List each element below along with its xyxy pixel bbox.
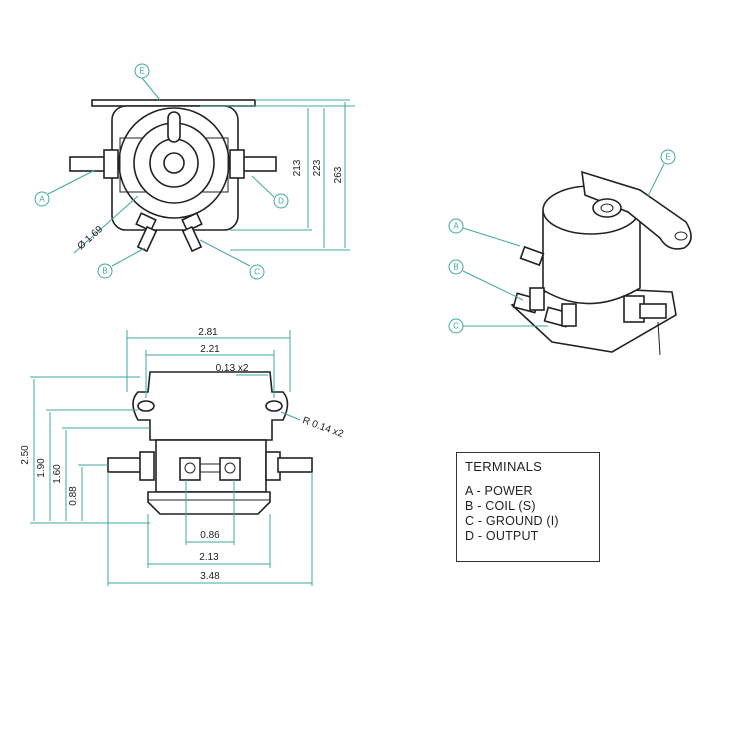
top-terminal-c [181, 212, 203, 253]
legend-item-output: D - OUTPUT [465, 529, 539, 543]
front-base [147, 491, 271, 515]
svg-text:E: E [139, 67, 144, 76]
top-terminal-b [135, 212, 158, 253]
top-nut-d [229, 149, 245, 179]
iso-terminal-d [639, 303, 667, 319]
dim-086-label: 0.86 [200, 530, 220, 541]
iso-terminal-a [519, 245, 545, 267]
front-body [155, 439, 267, 493]
callout-c-top [249, 264, 265, 280]
front-terminal-left [107, 457, 143, 473]
top-terminal-a [69, 156, 107, 172]
front-view: 2.81 2.21 0.13 x2 R 0.14 x2 2.50 1.90 1.… [20, 327, 345, 586]
top-nut-a [103, 149, 119, 179]
top-view: 213 223 263 Ø 1.69 E A D B C [34, 63, 355, 280]
svg-text:B: B [453, 263, 458, 272]
front-ear-hole-right [265, 400, 283, 412]
dim-223-label: 223 [312, 159, 323, 176]
iso-can-body [542, 209, 641, 305]
dim-213-label: 213 [292, 159, 303, 176]
callout-a-iso [448, 218, 464, 234]
front-coil-terminal-c [219, 457, 241, 481]
top-callouts: E A D B C [34, 63, 289, 280]
svg-text:B: B [102, 267, 107, 276]
callout-c-iso [448, 318, 464, 334]
top-slot [167, 111, 181, 143]
dim-r014-label: R 0.14 x2 [301, 415, 345, 440]
terminals-legend: TERMINALS A - POWER B - COIL (S) C - GRO… [456, 452, 600, 562]
top-center-hole [163, 152, 185, 174]
callout-d-top [273, 193, 289, 209]
dim-213-front-label: 2.13 [199, 552, 219, 563]
dim-348-label: 3.48 [200, 571, 220, 582]
callout-b-iso [448, 259, 464, 275]
dim-dia-label: Ø 1.69 [75, 224, 105, 253]
dim-190-label: 1.90 [36, 458, 47, 478]
callout-b-top [97, 263, 113, 279]
front-coil-terminal-b [179, 457, 201, 481]
front-nut-left [139, 451, 155, 481]
svg-text:C: C [254, 268, 260, 277]
iso-bracket-hole [674, 231, 688, 241]
dim-160-label: 1.60 [52, 464, 63, 484]
iso-bracket-eye [592, 198, 622, 218]
front-bracket [132, 371, 289, 441]
callout-e-iso [660, 149, 676, 165]
svg-text:E: E [665, 153, 670, 162]
top-mounting-plate [91, 99, 256, 107]
legend-item-ground: C - GROUND (I) [465, 514, 559, 528]
svg-text:C: C [453, 322, 459, 331]
iso-bracket [581, 170, 692, 250]
dim-221-label: 2.21 [200, 344, 220, 355]
dim-281-label: 2.81 [198, 327, 218, 338]
top-terminal-d [239, 156, 277, 172]
callout-a-top [34, 191, 50, 207]
isometric-view: A B C E [448, 149, 692, 356]
dim-250-label: 2.50 [20, 445, 31, 465]
callout-e-top [134, 63, 150, 79]
front-terminal-right [277, 457, 313, 473]
iso-nut-c [561, 303, 577, 327]
dim-263-label: 263 [333, 166, 344, 183]
svg-text:A: A [453, 222, 459, 231]
svg-text:D: D [278, 197, 284, 206]
iso-nut-b [529, 287, 545, 311]
dim-088-label: 0.88 [68, 486, 79, 506]
legend-title: TERMINALS [465, 459, 543, 474]
legend-item-coil: B - COIL (S) [465, 499, 536, 513]
legend-item-power: A - POWER [465, 484, 533, 498]
dim-013-label: 0.13 x2 [216, 363, 249, 374]
front-ear-hole-left [137, 400, 155, 412]
svg-text:A: A [39, 195, 45, 204]
